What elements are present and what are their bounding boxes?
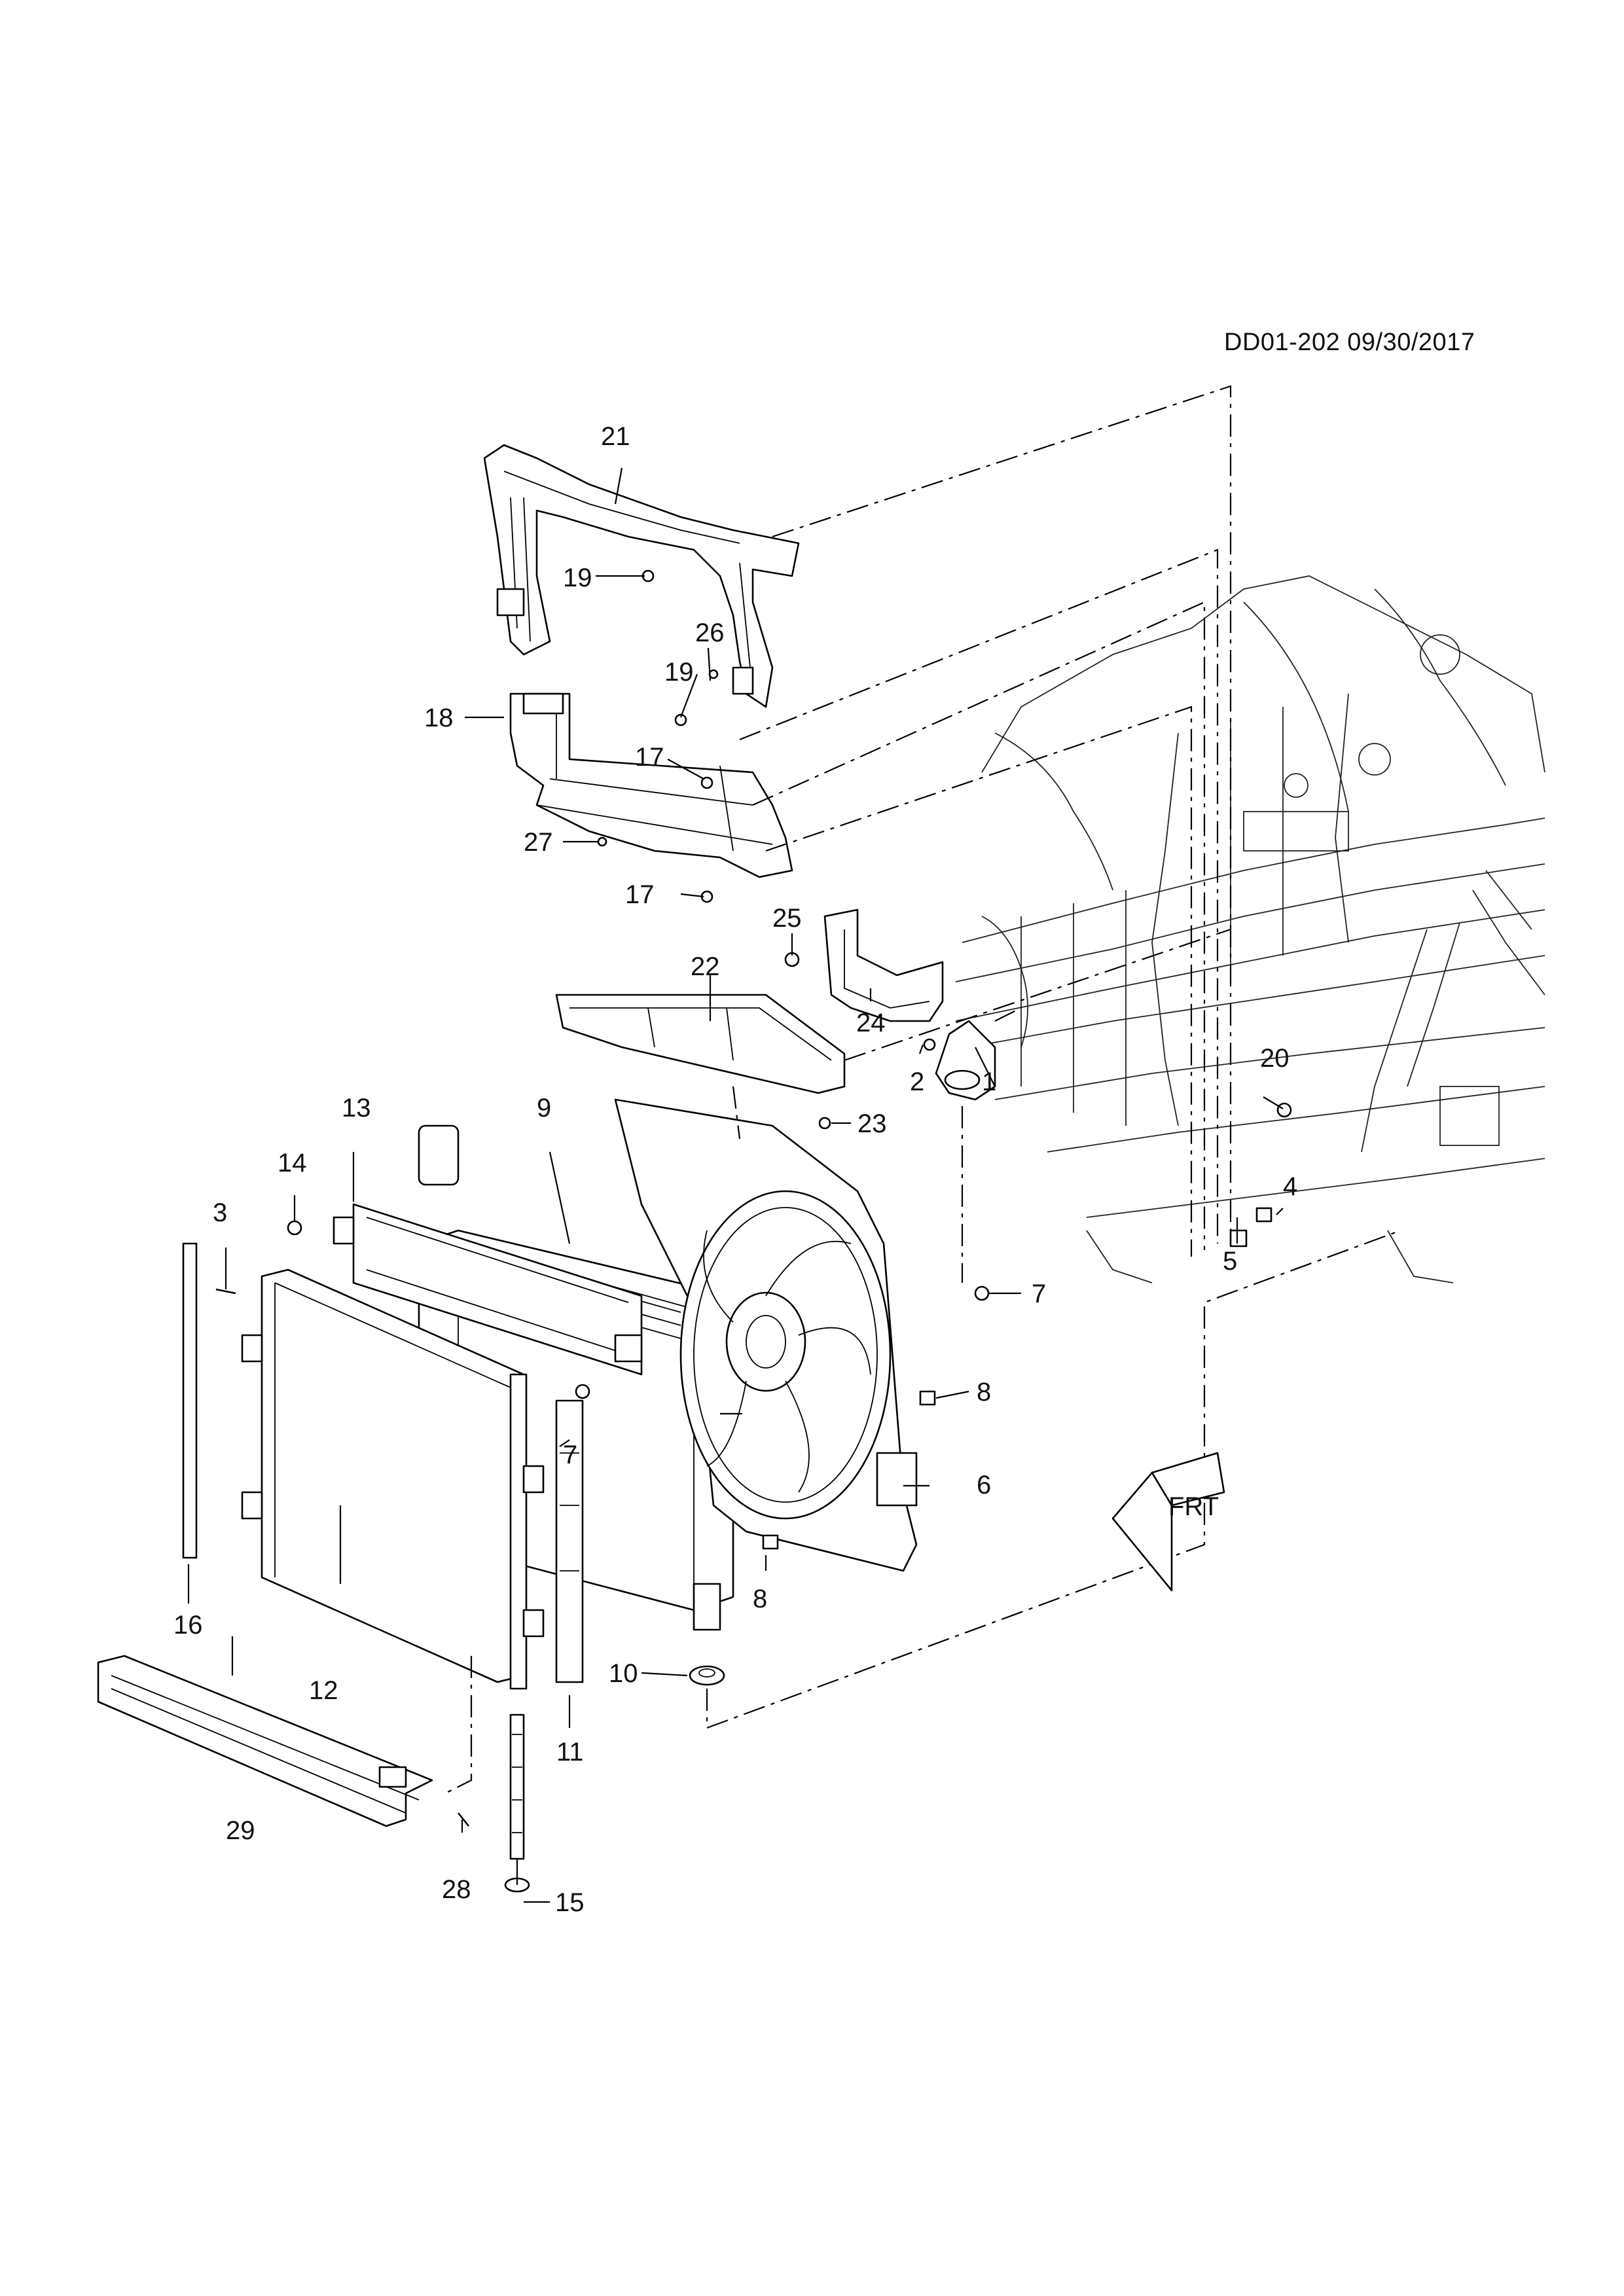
callout-7: 7 <box>1032 1280 1046 1308</box>
callout-25: 25 <box>772 904 802 933</box>
part-16-seal <box>182 1242 198 1559</box>
part-29-aux-cooler <box>97 1655 433 1827</box>
callout-24: 24 <box>856 1009 886 1037</box>
fasteners <box>215 569 1292 1827</box>
callout-9: 9 <box>537 1094 551 1122</box>
relation-lines <box>444 385 1401 1794</box>
callout-4: 4 <box>1283 1172 1297 1201</box>
callout-17: 17 <box>635 743 664 772</box>
callout-3: 3 <box>213 1198 227 1227</box>
part-1-mount <box>935 1020 996 1101</box>
part-6-fan-assembly <box>614 1098 918 1572</box>
callout-8: 8 <box>977 1378 991 1407</box>
callout-2: 2 <box>910 1067 924 1096</box>
part-13-cooler <box>333 1203 643 1376</box>
callout-18: 18 <box>424 704 454 732</box>
diagram-reference-id: DD01-202 09/30/2017 <box>1224 329 1475 356</box>
callout-7: 7 <box>563 1441 577 1469</box>
callout-10: 10 <box>609 1659 638 1688</box>
callout-15: 15 <box>555 1888 585 1917</box>
callout-21: 21 <box>601 422 630 451</box>
vehicle-front-structure <box>955 575 1545 1283</box>
callout-11: 11 <box>556 1738 584 1767</box>
callout-5: 5 <box>1223 1247 1237 1276</box>
part-10-grommet <box>689 1665 725 1686</box>
part-22-shroud-cover <box>555 994 846 1094</box>
callout-8: 8 <box>753 1585 767 1613</box>
part-24-bracket <box>823 908 944 1022</box>
callout-12: 12 <box>309 1676 338 1705</box>
part-12-condenser <box>241 1268 545 1690</box>
part-11-side-seal <box>555 1399 584 1683</box>
frt-label: FRT <box>1168 1492 1219 1521</box>
callout-22: 22 <box>691 952 720 981</box>
callout-28: 28 <box>442 1875 471 1904</box>
front-direction-arrow-icon: FRT <box>1111 1452 1225 1592</box>
callout-1: 1 <box>982 1067 996 1096</box>
callout-26: 26 <box>695 619 725 647</box>
callout-23: 23 <box>857 1109 887 1138</box>
callout-13: 13 <box>342 1094 371 1122</box>
callout-19: 19 <box>664 658 694 687</box>
leader-lines <box>187 467 1284 1903</box>
callout-6: 6 <box>977 1471 991 1499</box>
part-18-lower-baffle <box>509 692 793 878</box>
callout-19: 19 <box>563 564 592 592</box>
callout-29: 29 <box>226 1816 255 1845</box>
callout-20: 20 <box>1260 1044 1290 1073</box>
callout-17: 17 <box>625 880 655 909</box>
callout-14: 14 <box>278 1149 307 1177</box>
callout-16: 16 <box>173 1611 203 1640</box>
callout-27: 27 <box>524 828 553 857</box>
part-21-upper-baffle <box>483 444 800 708</box>
callout-numbers: 21 19 26 19 18 17 27 17 25 22 24 20 2 1 … <box>173 422 1297 1917</box>
